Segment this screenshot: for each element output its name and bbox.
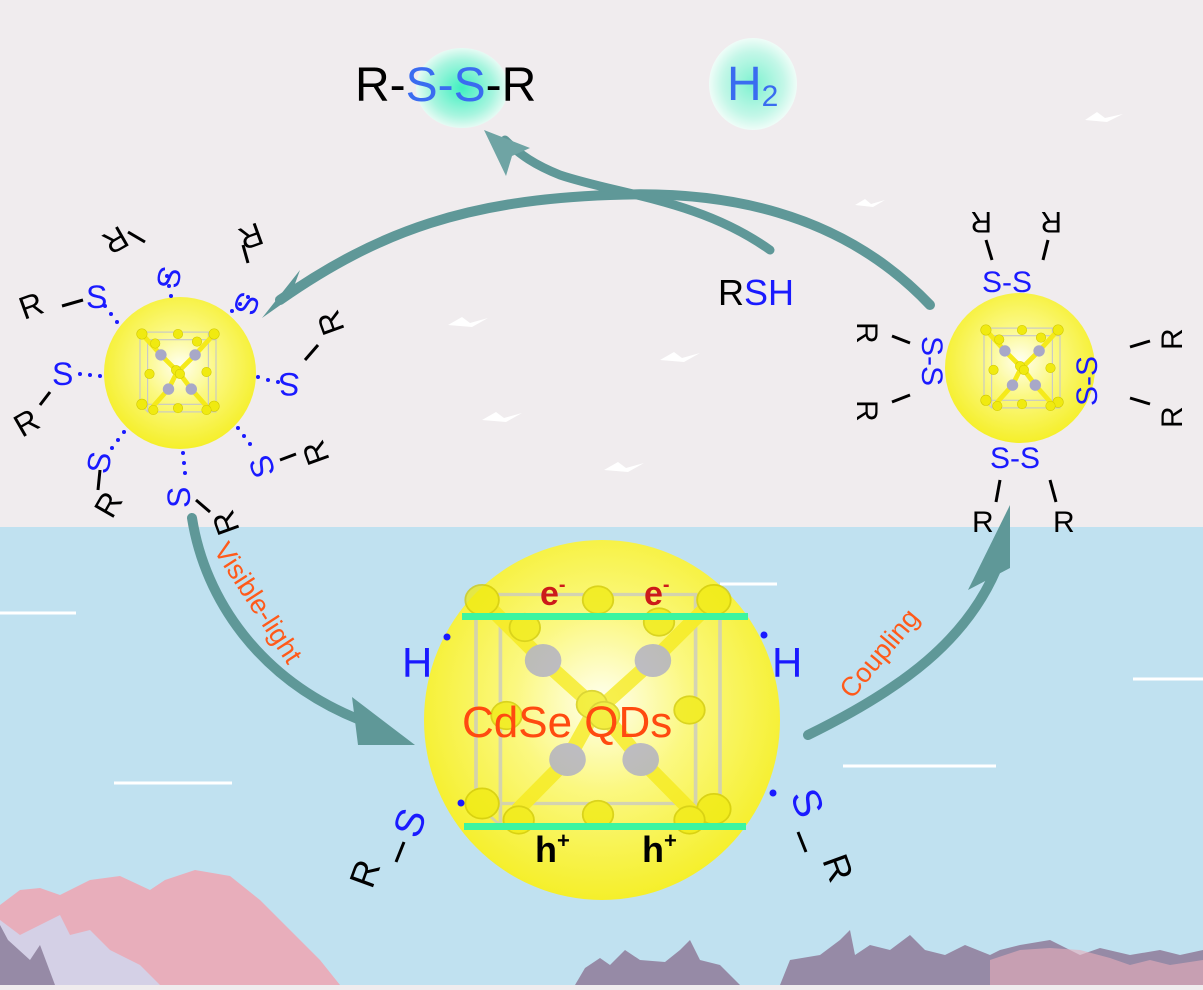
ligand-sulfur: S bbox=[86, 279, 107, 315]
hydrogen-product: H2 bbox=[709, 38, 797, 130]
bird-icon bbox=[660, 352, 700, 362]
hole-label: h+ bbox=[535, 828, 570, 870]
radical-dot bbox=[769, 789, 777, 797]
left-quantum-dot: S R S R S R S R S R S R S R bbox=[8, 215, 352, 539]
product-release-arrow bbox=[500, 135, 775, 255]
product-arrowhead bbox=[484, 130, 530, 176]
disulfide-r-group: R bbox=[850, 400, 883, 422]
cycle-arrow-top bbox=[275, 189, 935, 310]
left-qd-dotted-bonds bbox=[78, 274, 280, 475]
right-qd-ligands: S-S R R S-S R R S-S R R S-S R R bbox=[850, 205, 1189, 539]
disulfide-r-group: R bbox=[972, 506, 994, 539]
qd-name-label: CdSe QDs bbox=[462, 698, 672, 747]
disulfide-r-group: R bbox=[1053, 506, 1075, 539]
radical-dot bbox=[443, 633, 451, 641]
ligand-sulfur: S bbox=[279, 366, 300, 402]
disulfide-product: R-S-S-R bbox=[355, 48, 536, 128]
ligand-sulfur: S bbox=[52, 356, 73, 392]
left-qd-ligands: S R S R S R S R S R S R S R bbox=[8, 215, 352, 539]
ligand-sulfur: S bbox=[161, 487, 197, 508]
coupling-arrow bbox=[803, 555, 1005, 740]
h-radical-right: H bbox=[772, 639, 802, 686]
valence-band bbox=[464, 823, 746, 830]
bond-line bbox=[394, 841, 406, 863]
h-radical-left: H bbox=[402, 639, 432, 686]
disulfide-r-group: R bbox=[850, 322, 883, 344]
mountains-decoration bbox=[0, 870, 1203, 985]
thiol-reactant: RSH bbox=[718, 272, 794, 313]
hydrogen-bubble bbox=[709, 38, 797, 130]
disulfide-r-group: R bbox=[970, 205, 992, 238]
conduction-band bbox=[462, 613, 748, 620]
hydrogen-formula: H2 bbox=[727, 58, 778, 113]
center-quantum-dot: e- e- h+ h+ CdSe QDs H H S R S R bbox=[341, 540, 862, 900]
right-quantum-dot: S-S R R S-S R R S-S R R S-S R R bbox=[850, 205, 1189, 539]
bird-icon bbox=[604, 462, 644, 472]
bird-icon bbox=[448, 317, 488, 327]
radical-dot bbox=[760, 631, 768, 639]
disulfide-pair-label: S-S bbox=[982, 266, 1032, 299]
disulfide-pair-label: S-S bbox=[915, 336, 948, 386]
disulfide-r-group: R bbox=[1156, 406, 1189, 428]
cycle-arrowhead-left bbox=[262, 270, 330, 318]
bird-icon bbox=[855, 199, 885, 207]
disulfide-pair-label: S-S bbox=[1071, 356, 1104, 406]
disulfide-r-group: R bbox=[1156, 328, 1189, 350]
electron-label: e- bbox=[644, 574, 670, 613]
bird-icon bbox=[482, 412, 522, 422]
hole-label: h+ bbox=[642, 828, 677, 870]
water-ripples bbox=[0, 582, 1203, 785]
electron-label: e- bbox=[540, 574, 566, 613]
coupling-arrowhead bbox=[968, 505, 1010, 590]
visible-light-arrowhead bbox=[352, 697, 415, 745]
radical-dot bbox=[457, 799, 465, 807]
disulfide-r-group: R bbox=[1040, 205, 1062, 238]
bird-icon bbox=[1085, 112, 1123, 122]
bond-line bbox=[796, 831, 808, 853]
disulfide-formula: R-S-S-R bbox=[355, 59, 536, 112]
birds-decoration bbox=[448, 112, 1123, 472]
disulfide-pair-label: S-S bbox=[990, 442, 1040, 475]
disulfide-bubble bbox=[416, 48, 508, 128]
visible-light-arrow bbox=[187, 513, 365, 725]
